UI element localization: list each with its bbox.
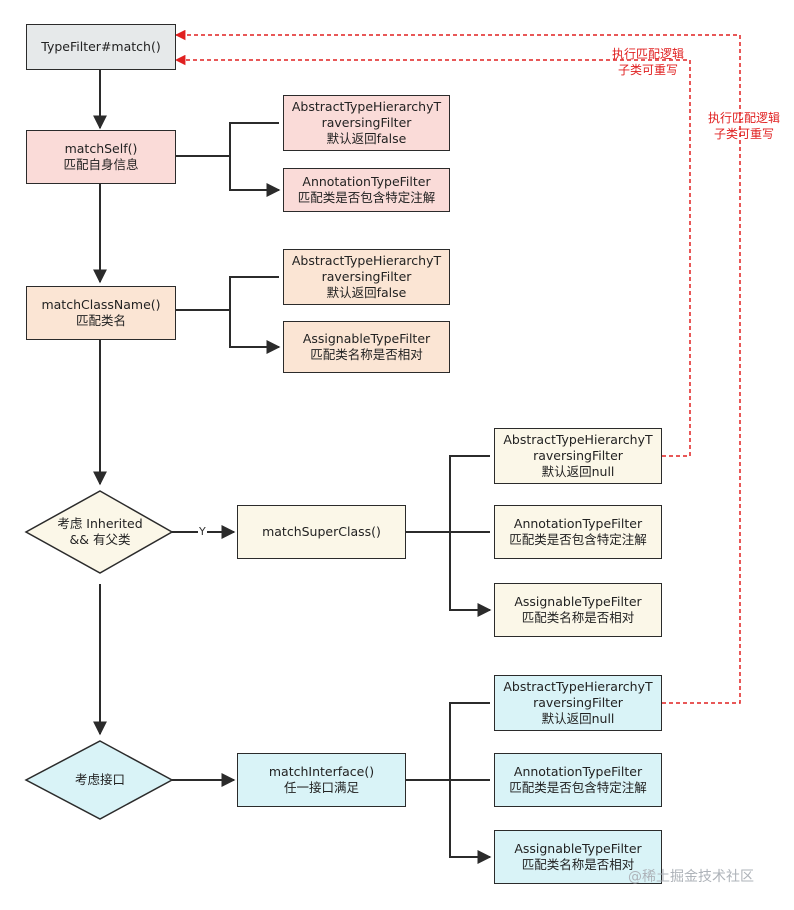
match-interface-desc: 任一接口满足	[283, 780, 359, 795]
override-note-2: 执行匹配逻辑 子类可重写	[696, 110, 792, 142]
super-child-abstract-node: AbstractTypeHierarchyT raversingFilter 默…	[494, 428, 662, 484]
node-line: 匹配类名称是否相对	[521, 857, 635, 872]
decision-interface-label: 考虑接口	[40, 770, 160, 790]
iface-child-assignable-node: AssignableTypeFilter 匹配类名称是否相对	[494, 830, 662, 884]
node-line: AssignableTypeFilter	[514, 841, 642, 856]
node-line: 默认返回false	[326, 131, 407, 146]
node-line: 匹配类是否包含特定注解	[509, 780, 647, 795]
edge-matchsuperclass-to-children	[406, 455, 490, 610]
name-child-abstract-node: AbstractTypeHierarchyT raversingFilter 默…	[283, 249, 450, 305]
node-line: AnnotationTypeFilter	[513, 764, 643, 779]
node-line: AssignableTypeFilter	[514, 594, 642, 609]
match-class-name-node: matchClassName() 匹配类名	[26, 286, 176, 340]
node-line: AnnotationTypeFilter	[302, 174, 431, 189]
edge-matchclassname-to-children	[176, 276, 279, 347]
node-line: AssignableTypeFilter	[302, 331, 431, 346]
node-line: AnnotationTypeFilter	[513, 516, 643, 531]
node-line: AbstractTypeHierarchyT	[291, 99, 442, 114]
node-line: raversingFilter	[533, 695, 623, 710]
node-line: 默认返回null	[541, 711, 615, 726]
decision-inherited-shape	[24, 490, 174, 574]
iface-child-abstract-node: AbstractTypeHierarchyT raversingFilter 默…	[494, 675, 662, 731]
super-child-assignable-node: AssignableTypeFilter 匹配类名称是否相对	[494, 583, 662, 637]
node-line: 子类可重写	[713, 127, 774, 141]
node-line: 匹配类名称是否相对	[521, 610, 635, 625]
match-self-desc: 匹配自身信息	[63, 157, 139, 172]
node-line: 考虑 Inherited	[57, 516, 143, 531]
node-line: AbstractTypeHierarchyT	[503, 432, 653, 447]
node-line: 默认返回false	[326, 285, 407, 300]
decision-interface-shape	[24, 740, 174, 820]
self-child-annotation-node: AnnotationTypeFilter 匹配类是否包含特定注解	[283, 168, 450, 212]
root-node: TypeFilter#match()	[26, 24, 176, 70]
node-line: 执行匹配逻辑	[611, 47, 684, 61]
name-child-assignable-node: AssignableTypeFilter 匹配类名称是否相对	[283, 321, 450, 373]
node-line: AbstractTypeHierarchyT	[503, 679, 653, 694]
root-label: TypeFilter#match()	[41, 39, 161, 54]
self-child-abstract-node: AbstractTypeHierarchyT raversingFilter 默…	[283, 95, 450, 151]
node-line: 匹配类是否包含特定注解	[297, 190, 436, 205]
watermark: @稀土掘金技术社区	[628, 869, 754, 885]
node-line: 考虑接口	[74, 772, 125, 787]
node-line: raversingFilter	[321, 269, 412, 284]
match-class-name-label: matchClassName()	[41, 297, 161, 312]
match-interface-node: matchInterface() 任一接口满足	[237, 753, 406, 807]
match-super-class-node: matchSuperClass()	[237, 505, 406, 559]
match-interface-label: matchInterface()	[268, 764, 375, 779]
iface-child-annotation-node: AnnotationTypeFilter 匹配类是否包含特定注解	[494, 753, 662, 807]
node-line: && 有父类	[69, 532, 131, 547]
node-line: 匹配类名称是否相对	[310, 347, 423, 362]
node-line: AbstractTypeHierarchyT	[291, 253, 442, 268]
node-line: 子类可重写	[617, 63, 678, 77]
match-self-label: matchSelf()	[64, 141, 138, 156]
super-child-annotation-node: AnnotationTypeFilter 匹配类是否包含特定注解	[494, 505, 662, 559]
dashed-override-arrow-2	[174, 29, 741, 704]
node-line: raversingFilter	[533, 448, 623, 463]
override-note-1: 执行匹配逻辑 子类可重写	[600, 46, 696, 78]
match-self-node: matchSelf() 匹配自身信息	[26, 130, 176, 184]
edge-label-yes: Y	[198, 525, 207, 538]
node-line: raversingFilter	[321, 115, 412, 130]
dashed-override-arrow-1	[174, 54, 691, 457]
node-line: 匹配类是否包含特定注解	[509, 532, 647, 547]
edge-matchself-to-children	[176, 122, 279, 190]
node-line: 执行匹配逻辑	[707, 111, 780, 125]
match-super-class-label: matchSuperClass()	[262, 524, 381, 539]
edge-matchinterface-to-children	[406, 702, 490, 857]
match-class-name-desc: 匹配类名	[75, 313, 126, 328]
decision-inherited-label: 考虑 Inherited && 有父类	[40, 512, 160, 552]
node-line: 默认返回null	[541, 464, 615, 479]
